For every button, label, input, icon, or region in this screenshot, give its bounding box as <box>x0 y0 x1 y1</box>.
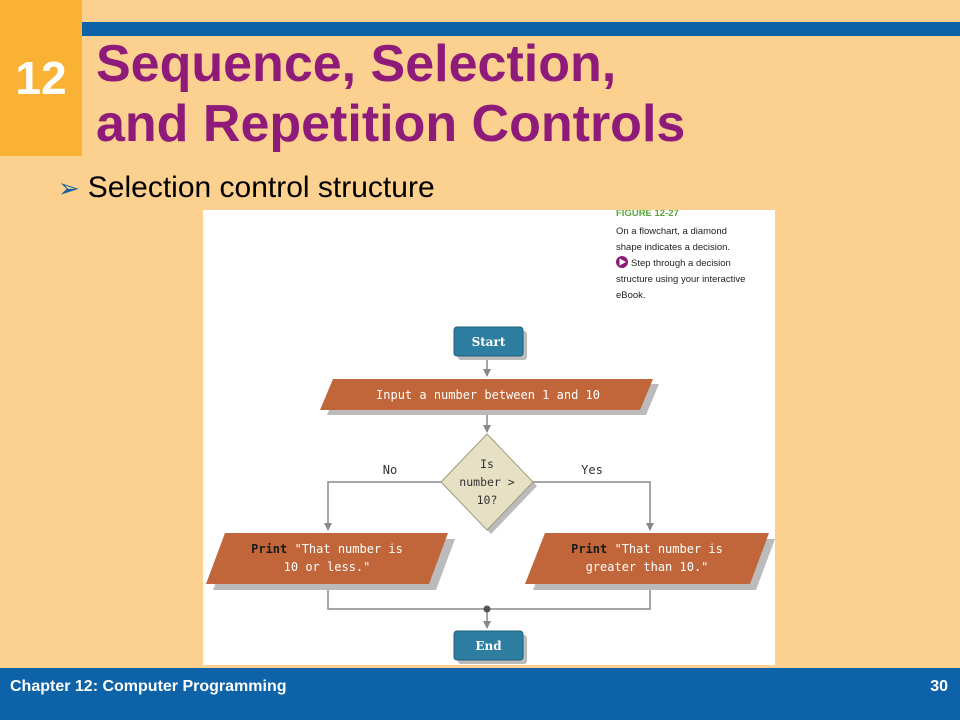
decision-node: Is number > 10? <box>440 433 537 534</box>
figure-caption-line3: Step through a decision <box>631 258 731 269</box>
bullet-item: ➢ Selection control structure <box>58 170 435 206</box>
footer-page-number: 30 <box>930 678 948 695</box>
figure-caption-line5: eBook. <box>616 290 646 301</box>
figure-caption-line2: shape indicates a decision. <box>616 242 730 253</box>
figure-label: FIGURE 12-27 <box>616 210 679 219</box>
svg-text:Print "That number is: Print "That number is <box>251 542 403 556</box>
slide-title-line1: Sequence, Selection, <box>96 35 617 93</box>
figure-caption-line4: structure using your interactive <box>616 274 745 285</box>
slide-title: Sequence, Selection, and Repetition Cont… <box>96 34 946 154</box>
top-accent-bar <box>82 22 960 36</box>
chapter-number: 12 <box>15 52 67 104</box>
start-label: Start <box>472 335 506 349</box>
input-node: Input a number between 1 and 10 <box>320 379 659 415</box>
no-branch-label: No <box>383 463 397 477</box>
svg-text:Print "That number is: Print "That number is <box>571 542 723 556</box>
print-less-text-line1: "That number is <box>294 542 402 556</box>
end-node: End <box>453 630 527 664</box>
print-greater-text-line1: "That number is <box>614 542 722 556</box>
figure-caption-line1: On a flowchart, a diamond <box>616 226 727 237</box>
print-less-node: Print "That number is 10 or less." <box>206 533 455 590</box>
print-less-text-line2: 10 or less." <box>284 560 371 574</box>
merge-point <box>483 605 491 613</box>
decision-label-line1: Is <box>480 457 494 471</box>
flowchart-diagram: FIGURE 12-27 On a flowchart, a diamond s… <box>206 208 775 664</box>
bullet-text: Selection control structure <box>87 171 435 204</box>
print-greater-text-line2: greater than 10." <box>586 560 709 574</box>
play-icon[interactable] <box>616 256 628 268</box>
yes-branch-label: Yes <box>581 463 603 477</box>
footer-chapter: Chapter 12: Computer Programming <box>10 678 287 695</box>
input-label: Input a number between 1 and 10 <box>376 388 600 402</box>
start-node: Start <box>453 326 527 360</box>
decision-label-line2: number > <box>459 475 514 489</box>
print-greater-node: Print "That number is greater than 10." <box>525 533 775 590</box>
slide-title-line2: and Repetition Controls <box>96 95 686 153</box>
bullet-arrow-icon: ➢ <box>58 173 80 203</box>
print-keyword-left: Print <box>251 542 287 556</box>
footer-bar: Chapter 12: Computer Programming 30 <box>0 668 960 720</box>
decision-label-line3: 10? <box>477 493 498 507</box>
end-label: End <box>475 639 502 653</box>
chapter-number-box: 12 <box>0 0 82 156</box>
figure-panel: FIGURE 12-27 On a flowchart, a diamond s… <box>203 208 775 665</box>
print-keyword-right: Print <box>571 542 607 556</box>
